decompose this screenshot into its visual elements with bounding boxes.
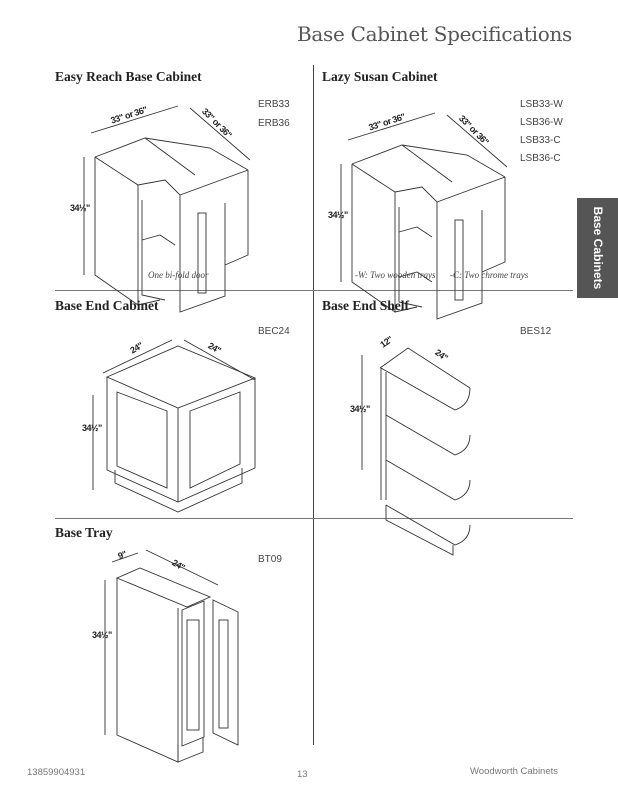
model-code: LSB33-W [520,99,563,110]
lazy-susan-cabinet-drawing [340,112,508,320]
base-tray-drawing [104,549,239,763]
model-code: LSB36-W [520,117,563,128]
section-heading: Lazy Susan Cabinet [322,69,438,84]
model-code: LSB33-C [520,135,561,146]
section-tab[interactable]: Base Cabinets [577,198,618,298]
height-dimension: 34½" [350,404,370,414]
model-code: BES12 [520,326,552,337]
model-code: ERB36 [258,118,290,129]
height-dimension: 34½" [328,210,348,220]
height-dimension: 34½" [70,203,90,213]
height-dimension: 34½" [92,630,112,640]
section-heading: Easy Reach Base Cabinet [55,69,202,84]
model-code: BEC24 [258,326,290,337]
row-divider [55,290,573,291]
section-heading: Base End Shelf [322,298,410,313]
section-heading: Base End Cabinet [55,298,159,313]
base-end-cabinet-drawing [92,339,257,513]
model-code: BT09 [258,554,282,565]
page-number: 13 [297,769,308,780]
model-code: LSB36-C [520,153,561,164]
height-dimension: 34½" [82,423,102,433]
footer-phone: 13859904931 [27,767,86,778]
caption: One bi-fold door [148,270,209,280]
column-divider [313,65,314,745]
footer-brand: Woodworth Cabinets [470,766,559,777]
section-heading: Base Tray [55,525,113,540]
easy-reach-cabinet-drawing [83,105,251,313]
row-divider [55,518,573,519]
caption-wooden: -W: Two wooden trays [355,270,436,280]
model-code: ERB33 [258,99,290,110]
base-end-shelf-drawing [361,347,471,556]
caption-chrome: -C: Two chrome trays [450,270,529,280]
page-title: Base Cabinet Specifications [297,22,572,46]
